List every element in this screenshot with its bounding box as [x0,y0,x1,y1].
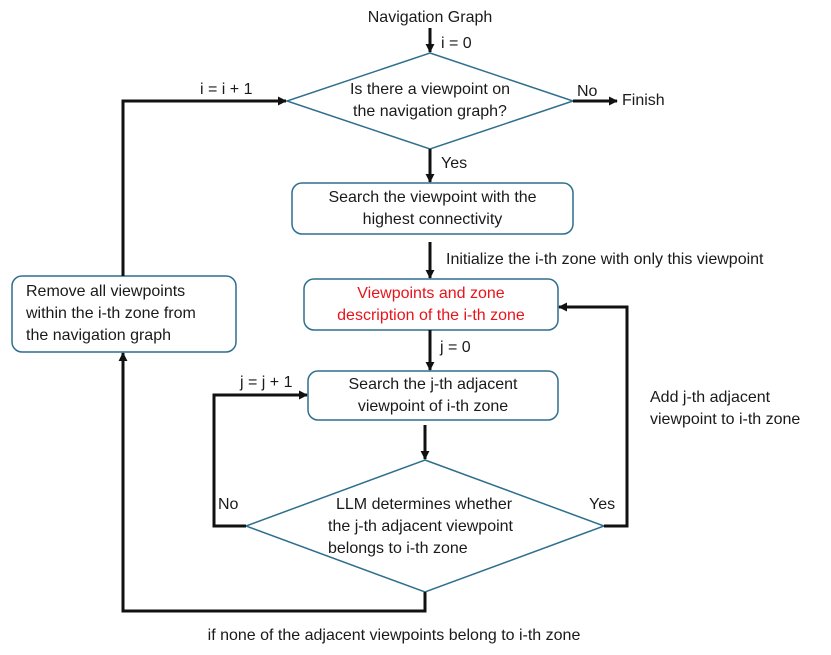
start-label: Navigation Graph [367,9,493,26]
outer-decision-line1: Is there a viewpoint on [349,81,511,98]
finish-label: Finish [622,92,665,109]
counter-i-inc: i = i + 1 [200,81,253,98]
adjacent-box-line2: viewpoint of i-th zone [357,397,509,415]
remove-box-line2: within the i-th zone from [26,305,196,322]
outer-no-label: No [577,83,598,100]
add-label: Add j-th adjacent viewpoint to i-th zone [650,387,800,431]
adjacent-box-line1: Search the j-th adjacent [348,375,518,393]
bottom-label: if none of the adjacent viewpoints belon… [207,627,581,644]
arrow-none-to-remove [118,352,427,613]
search-box-line1: Search the viewpoint with the [328,188,537,206]
init-label: Initialize the i-th zone with only this … [446,251,764,268]
inner-yes-label: Yes [589,496,616,513]
counter-i-init: i = 0 [441,35,472,52]
search-box-shape [291,182,574,235]
add-label-line1: Add j-th adjacent [650,389,771,406]
outer-decision-text: Is there a viewpoint on the navigation g… [300,78,560,124]
inner-decision-text: LLM determines whether the j-th adjacent… [300,492,550,562]
remove-box-line1: Remove all viewpoints [26,283,186,300]
outer-yes-label: Yes [441,155,468,172]
inner-decision-line1: LLM determines whether [336,496,513,513]
remove-box-line3: the navigation graph [26,327,171,344]
counter-j-inc: j = j + 1 [240,374,293,391]
outer-decision-line2: the navigation graph? [353,103,507,120]
zone-box-line2: description of the i-th zone [337,306,525,324]
adjacent-box-text: Search the j-th adjacent viewpoint of i-… [308,371,558,420]
zone-box-line1: Viewpoints and zone [357,284,505,302]
arrow-no-loop-to-adjacent [212,390,308,528]
adjacent-box-shape [307,370,559,421]
inner-decision-line3: belongs to i-th zone [328,540,468,557]
arrow-remove-to-decision [121,96,287,276]
counter-j-init: j = 0 [440,339,471,356]
search-box-text: Search the viewpoint with the highest co… [292,183,573,234]
inner-no-label: No [218,496,239,513]
remove-box-text: Remove all viewpoints within the i-th zo… [26,276,232,352]
search-box-line2: highest connectivity [362,210,503,228]
add-label-line2: viewpoint to i-th zone [650,411,801,428]
zone-box-text: Viewpoints and zone description of the i… [304,279,558,330]
inner-decision-line2: the j-th adjacent viewpoint [328,518,513,535]
arrow-yes-loop-to-zone [558,302,629,528]
